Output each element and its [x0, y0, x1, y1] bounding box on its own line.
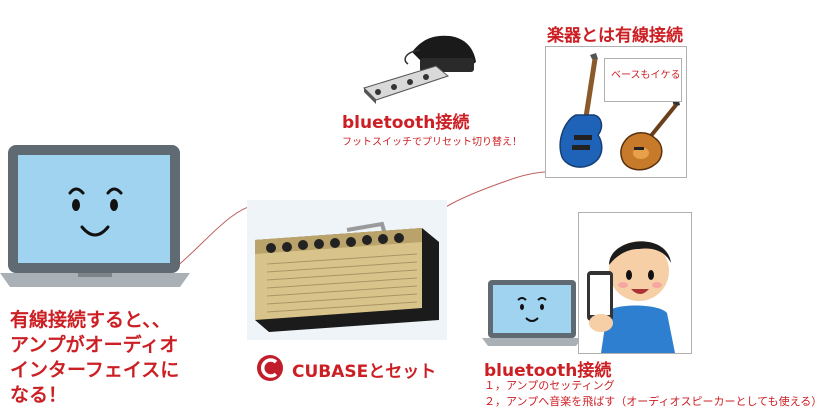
caption-line-2: アンプがオーディオ	[10, 334, 179, 356]
person-with-phone-icon	[587, 241, 675, 353]
left-laptop-caption: 有線接続すると、、 アンプがオーディオ インターフェイスに なる！	[10, 308, 179, 408]
cubase-logo	[256, 354, 284, 382]
bass-note-box: ベースもイケる	[604, 58, 682, 102]
right-title: bluetooth接続	[484, 361, 612, 381]
bass-note-text: ベースもイケる	[611, 70, 681, 81]
amplifier-icon	[255, 221, 439, 332]
amp-illustration	[247, 200, 447, 340]
right-laptop-illustration	[482, 280, 582, 350]
left-laptop-illustration	[0, 145, 190, 295]
right-line-2: ２，アンプへ音楽を飛ばす（オーディオスピーカーとしても使える）	[484, 395, 822, 408]
caption-line-3: インターフェイスに	[10, 359, 180, 381]
right-line-1: １，アンプのセッティング	[484, 379, 615, 392]
footswitch-icon	[363, 35, 476, 104]
guitars-icon	[559, 53, 680, 171]
cubase-label: CUBASEとセット	[292, 362, 437, 382]
laptop-icon	[482, 280, 582, 346]
pedal-subtitle: フットスイッチでプリセット切り替え！	[342, 137, 522, 148]
laptop-icon	[0, 145, 190, 287]
right-lines: １，アンプのセッティング ２，アンプへ音楽を飛ばす（オーディオスピーカーとしても…	[484, 378, 822, 410]
instruments-title: 楽器とは有線接続	[547, 26, 683, 46]
person-frame	[578, 212, 692, 354]
pedal-title: bluetooth接続	[342, 113, 470, 133]
foot-pedal-illustration	[360, 30, 480, 105]
caption-line-1: 有線接続すると、、	[10, 309, 171, 331]
cubase-logo-icon	[257, 355, 283, 381]
caption-line-4: なる！	[10, 384, 68, 406]
